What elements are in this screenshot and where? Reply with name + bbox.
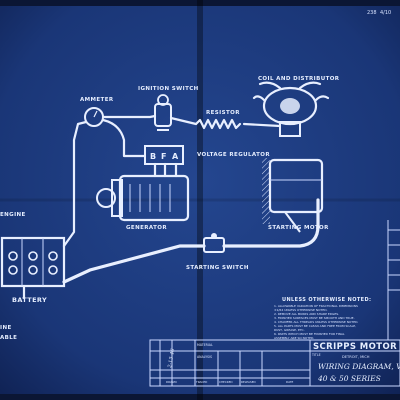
regulator-terminal-a: A	[172, 152, 179, 161]
battery: BATTERY	[0, 236, 66, 304]
notes-title: UNLESS OTHERWISE NOTED:	[282, 297, 371, 303]
revision-table	[387, 220, 400, 340]
general-notes: UNLESS OTHERWISE NOTED: 1. ALLOWABLE VAR…	[274, 297, 371, 340]
note-line: ASSEMBLY ARE SO NOTED.	[274, 336, 314, 340]
starting-switch-label: STARTING SWITCH	[186, 265, 249, 271]
starting-motor: STARTING MOTOR	[262, 158, 329, 233]
resistor-zigzag-icon	[194, 118, 242, 130]
note-line: RUST, GREASE, ETC.	[274, 328, 305, 332]
distributor-cap-icon	[262, 86, 318, 126]
title-label: TITLE	[311, 353, 321, 357]
coil-icon	[279, 121, 301, 137]
starting-motor-body-icon	[268, 158, 324, 214]
footer-cell: CHECKED	[219, 380, 233, 384]
ammeter-needle-icon	[93, 110, 98, 118]
battery-label: BATTERY	[12, 296, 47, 304]
engine-block-hatch	[262, 158, 270, 224]
engine-lower-left-label-1: INE	[0, 325, 12, 331]
footer-cell: DRAWN	[166, 380, 177, 384]
corner-mark-1: 238	[367, 10, 377, 16]
generator: GENERATOR	[96, 174, 190, 231]
footer-cell: DATE	[286, 380, 294, 384]
note-line: 5. ALL PARTS MUST BE CLEAN AND FREE FROM…	[274, 324, 356, 328]
bottom-edge	[0, 394, 400, 400]
company-location: DETROIT, MICH	[342, 355, 370, 359]
top-edge	[0, 0, 400, 6]
ignition-switch-label: IGNITION SWITCH	[138, 86, 199, 92]
note-line: 1. ALLOWABLE VARIATION OF FRACTIONAL DIM…	[274, 304, 358, 308]
ammeter-label: AMMETER	[80, 97, 114, 103]
ignition-key-icon	[157, 94, 169, 106]
regulator-terminal-b: B	[150, 152, 157, 161]
series-title: 40 & 50 SERIES	[317, 374, 381, 383]
coil-and-distributor: COIL AND DISTRIBUTOR	[252, 76, 340, 137]
resistor-label: RESISTOR	[206, 110, 240, 116]
title-block: MATERIAL ANALYSIS TITLE 2-13-46 DRAWN TR…	[149, 339, 400, 387]
generator-label: GENERATOR	[126, 225, 167, 231]
note-line: ±1/64 UNLESS OTHERWISE NOTED.	[274, 308, 328, 312]
date-note: 2-13-46	[167, 348, 177, 370]
battery-case-icon	[0, 236, 66, 288]
regulator-terminal-f: F	[161, 152, 167, 161]
starting-motor-label: STARTING MOTOR	[268, 225, 329, 231]
engine-left-label: ENGINE	[0, 212, 26, 218]
voltage-regulator-label: VOLTAGE REGULATOR	[197, 152, 270, 158]
analysis-label: ANALYSIS	[197, 355, 212, 359]
engine-lower-left-label-2: ABLE	[0, 335, 17, 341]
drawing-title: WIRING DIAGRAM, V	[318, 362, 400, 371]
material-label: MATERIAL	[197, 343, 213, 347]
note-line: 2. REMOVE ALL BURRS AND SHARP EDGES.	[274, 312, 339, 316]
corner-mark-2: 4/10	[380, 10, 391, 16]
wiring	[22, 114, 320, 300]
generator-pulley-icon	[96, 188, 116, 208]
company-name: SCRIPPS MOTOR	[313, 342, 397, 352]
note-line: 6. PARTS WHICH MUST BE FINISHED FOR FINA…	[274, 332, 345, 336]
footer-cell: RELEASED	[241, 380, 256, 384]
note-line: 3. FINISHED SURFACES MUST BE SMOOTH AND …	[274, 316, 355, 320]
coil-distributor-label: COIL AND DISTRIBUTOR	[258, 76, 340, 82]
footer-cell: TRACED	[195, 380, 207, 384]
note-line: 4. CHAMFER ALL THREADS UNLESS OTHERWISE …	[274, 320, 358, 324]
resistor: RESISTOR	[194, 110, 242, 130]
